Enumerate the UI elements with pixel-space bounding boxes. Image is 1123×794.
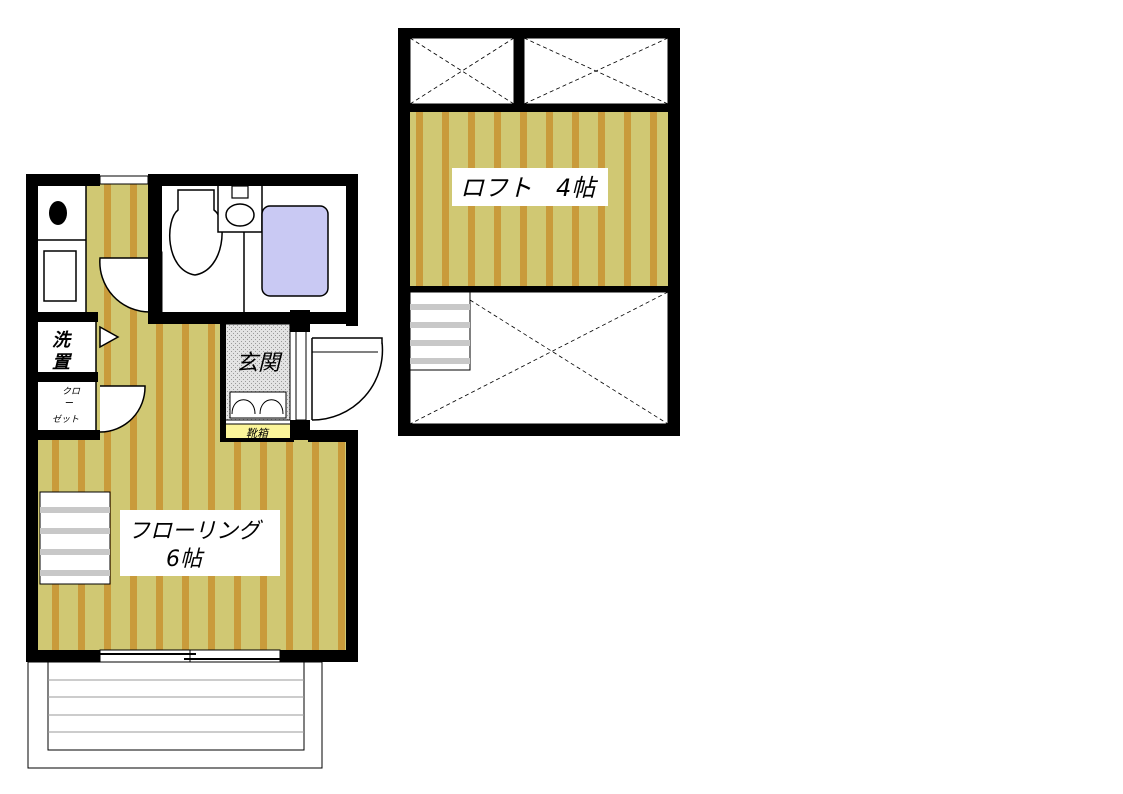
loft-label: ロフト 4帖	[460, 174, 598, 202]
washer-space	[35, 319, 97, 377]
bathtub-icon	[261, 205, 329, 297]
flooring-label-2: 6帖	[166, 547, 205, 572]
loft-walls	[398, 28, 680, 436]
closet-label-3: ゼット	[52, 414, 79, 425]
entrance-label: 玄関	[236, 351, 283, 376]
flooring-label-1: フローリング	[128, 519, 263, 544]
bathroom-door	[99, 257, 151, 313]
stove-burner-icon	[49, 201, 67, 225]
main-floor: 洗 置 クロ ー ゼット 靴箱 玄関 フローリング 6帖	[26, 174, 384, 769]
closet-label-2: ー	[64, 399, 74, 409]
washer-label-1: 洗	[52, 330, 73, 351]
closet-door	[99, 385, 146, 433]
loft-label-box	[452, 168, 608, 206]
loft-floor: ロフト 4帖	[398, 28, 680, 436]
flooring-label-box	[120, 510, 280, 576]
washer-label-2: 置	[52, 352, 73, 373]
closet-label-1: クロ	[62, 386, 81, 397]
kitchen-window	[99, 175, 149, 185]
kitchen-sink-icon	[43, 250, 77, 302]
toilet-icon	[168, 189, 223, 276]
main-floor-walls	[26, 174, 358, 662]
shoe-box-label: 靴箱	[246, 427, 270, 440]
front-door	[311, 337, 384, 421]
